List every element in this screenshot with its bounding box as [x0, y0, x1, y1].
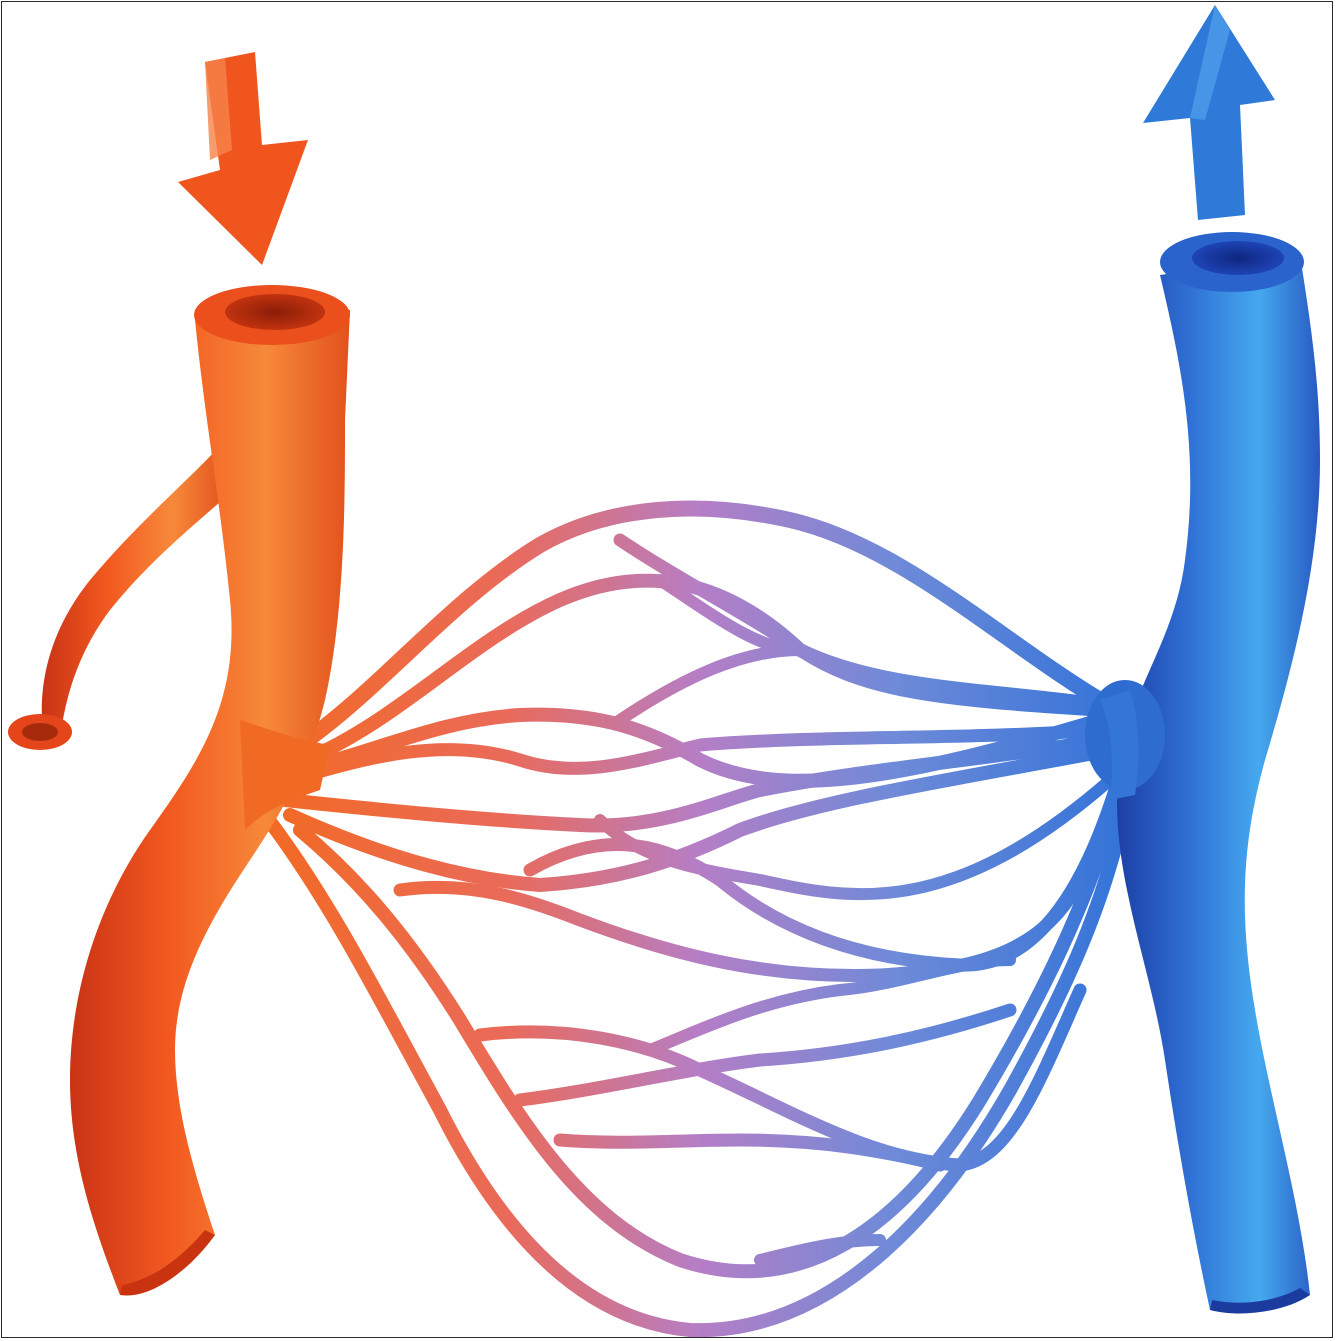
vein	[1085, 232, 1320, 1314]
capillary-vessel	[300, 509, 1100, 745]
vein-lumen	[1192, 241, 1284, 275]
vein-trunk	[1117, 255, 1320, 1310]
capillary-vessel	[620, 650, 800, 720]
artery-side-branch	[42, 440, 228, 725]
arrow-up-icon	[1143, 5, 1275, 220]
capillary-vessel	[520, 1010, 1010, 1100]
artery	[8, 285, 350, 1296]
capillary-network	[265, 509, 1130, 1331]
arrow-down-icon	[178, 52, 308, 265]
artery-lumen	[225, 294, 325, 330]
artery-branch-lumen	[22, 723, 58, 741]
